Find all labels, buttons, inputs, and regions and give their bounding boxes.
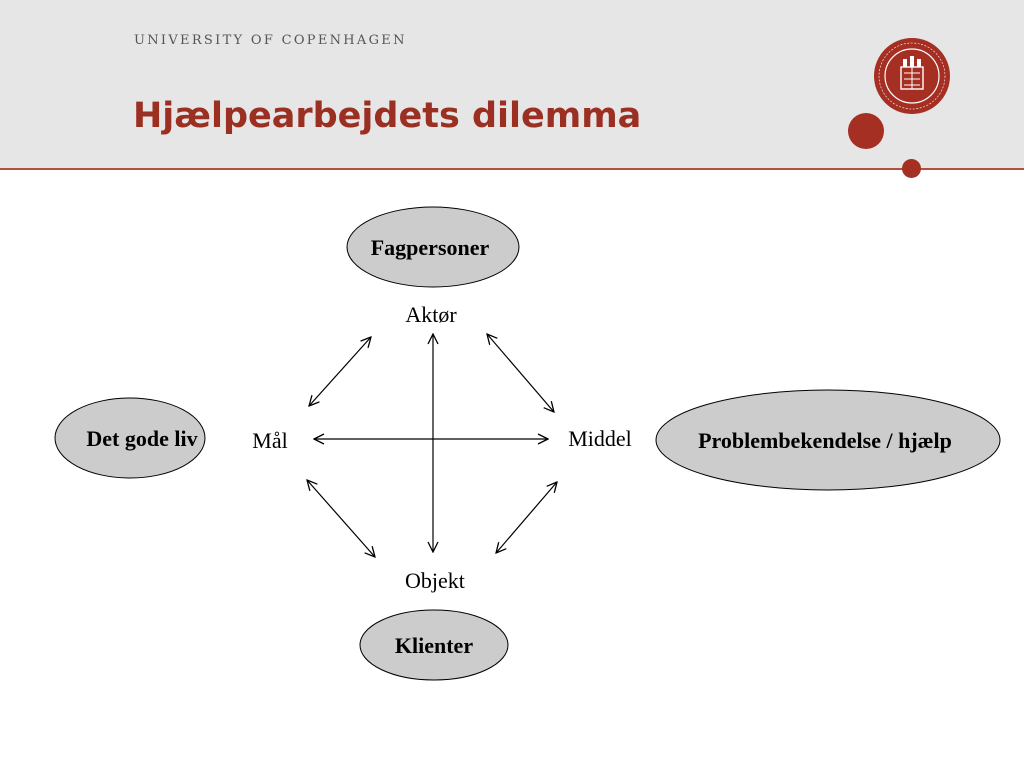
node-top-text: Fagpersoner xyxy=(371,235,490,260)
label-right: Middel xyxy=(568,426,632,451)
label-bottom: Objekt xyxy=(405,568,465,593)
node-right-text: Problembekendelse / hjælp xyxy=(698,428,952,453)
node-bottom-text: Klienter xyxy=(395,633,473,658)
node-right-ellipse xyxy=(655,389,1001,491)
arrow-lower-left xyxy=(307,480,375,557)
university-name: UNIVERSITY OF COPENHAGEN xyxy=(134,33,407,48)
label-top: Aktør xyxy=(405,302,457,327)
arrow-lower-right xyxy=(496,482,557,553)
node-top-ellipse xyxy=(346,206,520,288)
label-left: Mål xyxy=(252,428,287,453)
arrow-upper-left xyxy=(309,337,371,406)
node-left-text: Det gode liv xyxy=(86,426,197,451)
node-bottom-ellipse xyxy=(359,609,509,681)
decor-dot-large xyxy=(848,113,884,149)
university-seal-icon xyxy=(874,38,950,114)
slide-title: Hjælpearbejdets dilemma xyxy=(133,96,642,136)
decor-dot-small xyxy=(902,159,921,178)
header-divider xyxy=(0,168,1024,170)
arrow-upper-right xyxy=(487,334,554,412)
node-left-ellipse xyxy=(54,397,206,479)
